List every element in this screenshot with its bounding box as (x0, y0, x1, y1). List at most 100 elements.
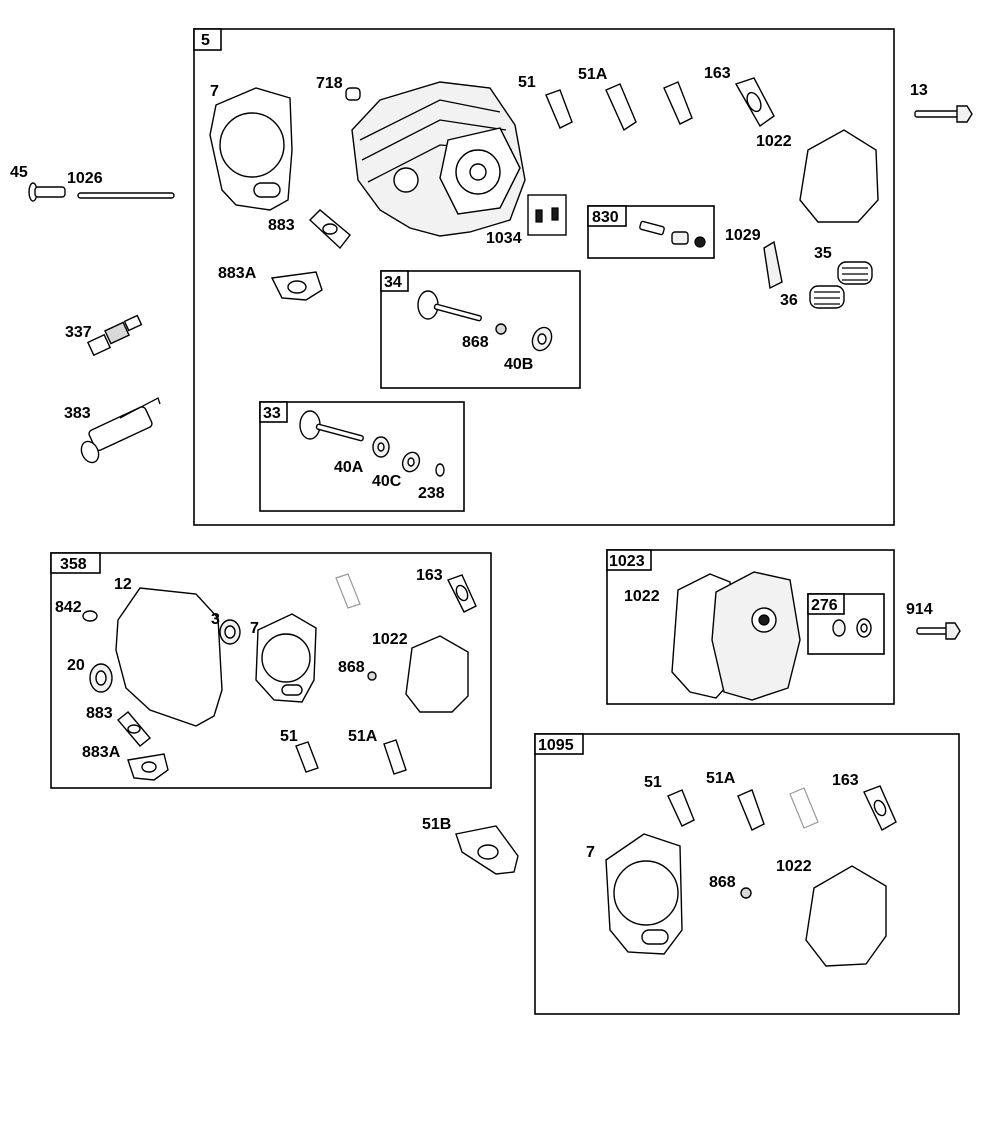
label-51A: 51A (706, 770, 736, 787)
part-883A-gasket (270, 271, 323, 301)
label-238: 238 (418, 485, 445, 502)
part-337-spark-plug (86, 314, 143, 357)
part-7-head-gasket (605, 833, 683, 955)
part-rocker-cover (711, 571, 801, 701)
part-intake-gasket-outline (663, 81, 693, 125)
part-20-oil-seal (89, 663, 113, 693)
label-51B: 51B (422, 816, 451, 833)
part-163-gasket (447, 574, 477, 613)
box-33-intake-valve-group: 33 40A 40C 238 (259, 401, 465, 512)
part-238-retainer (435, 463, 445, 477)
part-40A-seal (372, 436, 390, 458)
box-358-gasket-set: 358 12 842 3 7 163 (50, 552, 492, 789)
part-1022-rocker-cover-gasket (799, 129, 879, 223)
label-914: 914 (906, 601, 933, 618)
label-883A: 883A (218, 265, 257, 282)
part-7-head-gasket (209, 87, 293, 211)
label-883: 883 (86, 705, 113, 722)
label-868: 868 (462, 334, 489, 351)
label-36: 36 (780, 292, 798, 309)
part-1022-rocker-cover-gasket (805, 865, 887, 967)
part-163-gasket (734, 77, 775, 128)
part-842-o-ring (82, 610, 98, 622)
part-868-retainer (495, 323, 507, 335)
box-1095-label: 1095 (538, 737, 574, 754)
box-1095-gasket-set: 1095 51 51A 163 7 868 1022 (534, 733, 960, 1015)
part-883-gasket (117, 711, 151, 747)
label-7: 7 (210, 83, 219, 100)
part-intake-gasket-outline (789, 787, 819, 829)
part-36-valve-spring (809, 285, 845, 309)
label-20: 20 (67, 657, 85, 674)
part-868-retainer (367, 671, 377, 681)
part-cylinder-head (351, 81, 526, 237)
label-45: 45 (10, 164, 28, 181)
part-883-gasket (308, 209, 351, 250)
box-34-exhaust-valve-group: 34 868 40B (380, 270, 581, 389)
part-51B-gasket (455, 825, 519, 875)
label-718: 718 (316, 75, 343, 92)
label-337: 337 (65, 324, 92, 341)
box-33-label: 33 (263, 405, 281, 422)
part-7-head-gasket (255, 613, 317, 703)
part-51-gasket (295, 741, 319, 773)
label-383: 383 (64, 405, 91, 422)
label-7: 7 (586, 844, 595, 861)
label-842: 842 (55, 599, 82, 616)
label-1022: 1022 (624, 588, 660, 605)
box-5-cylinder-head-group: 5 7 718 51 (193, 28, 895, 526)
box-1023-label: 1023 (609, 553, 645, 570)
label-40C: 40C (372, 473, 402, 490)
label-883A: 883A (82, 744, 121, 761)
box-830-rocker-stud-group: 830 (587, 205, 715, 259)
label-1022: 1022 (776, 858, 812, 875)
label-163: 163 (416, 567, 443, 584)
part-1026-push-rod (77, 192, 175, 199)
box-1023-rocker-cover-group: 1023 1022 276 (606, 549, 895, 705)
part-718-dowel-pin (345, 87, 361, 101)
label-35: 35 (814, 245, 832, 262)
part-51A-gasket (605, 83, 637, 132)
box-276-label: 276 (811, 597, 838, 614)
part-830-stud (639, 220, 706, 248)
label-40A: 40A (334, 459, 364, 476)
label-1034: 1034 (486, 230, 522, 247)
part-12-crankcase-gasket (115, 587, 223, 727)
label-13: 13 (910, 82, 928, 99)
part-914-bolt (916, 622, 961, 640)
box-5-label: 5 (201, 32, 210, 49)
part-40C-seal (401, 451, 421, 473)
box-358-label: 358 (60, 556, 87, 573)
part-34-exhaust-valve (417, 290, 482, 322)
label-163: 163 (704, 65, 731, 82)
part-51A-gasket (737, 789, 765, 831)
part-51-gasket (667, 789, 695, 827)
label-12: 12 (114, 576, 132, 593)
label-51: 51 (518, 74, 536, 91)
label-40B: 40B (504, 356, 533, 373)
label-1029: 1029 (725, 227, 761, 244)
label-51A: 51A (348, 728, 378, 745)
part-383-spark-plug-wrench (80, 397, 161, 464)
box-276-seal-group: 276 (807, 593, 885, 655)
part-intake-gasket-outline (335, 573, 361, 609)
part-40B-seal (531, 326, 553, 352)
part-3-oil-seal (219, 619, 241, 645)
part-51A-gasket (383, 739, 407, 775)
part-163-gasket (863, 785, 897, 831)
label-3: 3 (211, 611, 220, 628)
label-7: 7 (250, 620, 259, 637)
part-51-gasket (545, 89, 573, 129)
label-51: 51 (644, 774, 662, 791)
part-276-washer (832, 618, 872, 638)
part-35-valve-spring (837, 261, 873, 285)
part-1034-plate (527, 194, 567, 236)
part-1029-rocker-arm (763, 240, 783, 290)
label-1026: 1026 (67, 170, 103, 187)
part-883A-gasket (127, 753, 169, 781)
label-868: 868 (709, 874, 736, 891)
box-830-label: 830 (592, 209, 619, 226)
part-33-intake-valve (299, 410, 364, 442)
part-13-bolt (914, 105, 973, 123)
